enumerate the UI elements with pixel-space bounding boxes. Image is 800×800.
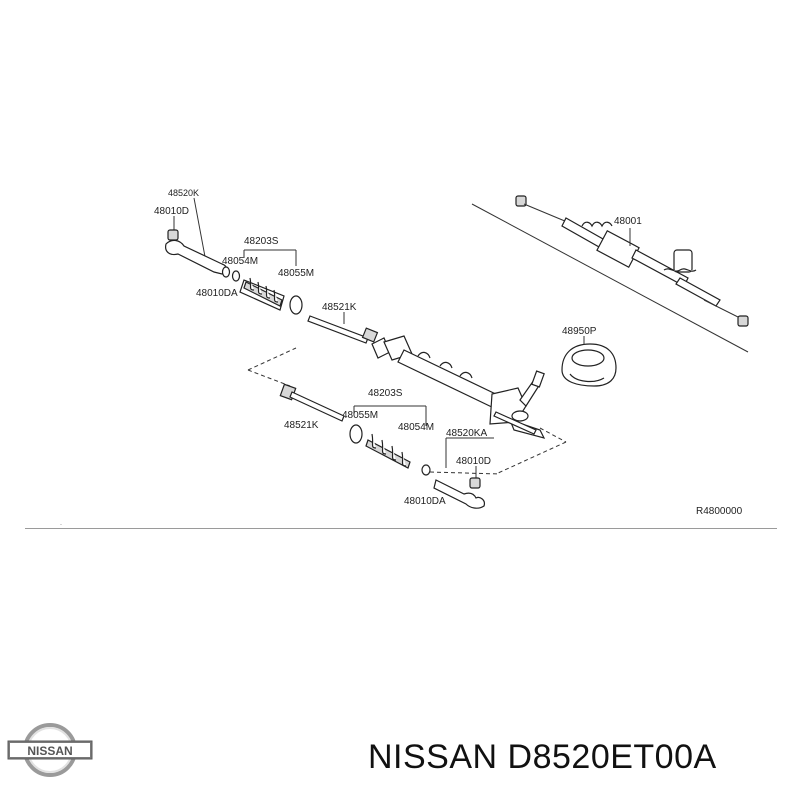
nut-da-top-label: 48010DA [196,288,238,299]
tie-rod-end-top-drawing [165,229,228,275]
tie-rod-end-bottom-label: 48520KA [446,428,487,439]
clip-small-top-label: 48054M [222,256,258,267]
nut-da-bottom-label: 48010DA [404,496,446,507]
part-title: NISSAN D8520ET00A [368,738,717,776]
rack-housing-drawing [371,335,546,439]
clip-small-bottom-drawing [421,464,431,476]
tie-rod-end-top-label: 48520K [168,188,199,198]
diagram-code-label: R4800000 [696,506,743,517]
inner-socket-bottom-drawing [279,383,345,422]
clip-large-bottom-label: 48055M [342,410,378,421]
nissan-logo-text: NISSAN [27,744,72,758]
nissan-logo: NISSAN [7,723,93,777]
clip-large-bottom-drawing [349,424,363,444]
inner-socket-bottom-label: 48521K [284,420,319,431]
inner-socket-top-label: 48521K [322,302,357,313]
nut-top-label: 48010D [154,206,189,217]
clip-large-top-label: 48055M [278,268,314,279]
tie-rod-end-bottom-drawing [433,477,485,509]
clip-small-top-drawing [221,266,241,282]
boot-kit-top-label: 48203S [244,236,279,247]
clip-small-bottom-label: 48054M [398,422,434,433]
boot-bottom-drawing [365,433,411,469]
grommet-drawing [561,343,617,387]
boot-top-drawing [239,277,285,311]
nut-bottom-label: 48010D [456,456,491,467]
gear-assembly-drawing [471,195,749,353]
separator-line [25,528,777,529]
inner-socket-top-drawing [307,315,379,344]
clip-large-top-drawing [289,295,303,315]
grommet-label: 48950P [562,326,597,337]
boot-kit-bottom-label: 48203S [368,388,403,399]
corner-mark: · [60,522,62,528]
gear-assembly-label: 48001 [614,216,642,227]
